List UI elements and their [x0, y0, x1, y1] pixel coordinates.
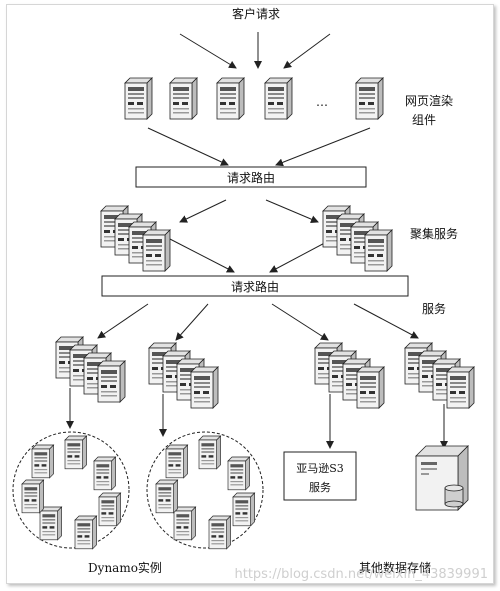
server-icon: [209, 516, 231, 549]
dynamo-ring-2: [146, 431, 264, 549]
server-icon: [75, 516, 97, 549]
request-router-2-label: 请求路由: [231, 279, 279, 294]
s3-service-box: [283, 451, 357, 501]
server-icon: [446, 366, 475, 409]
server-icon: [166, 445, 188, 478]
service-cluster-3: [314, 342, 385, 409]
server-icon: [40, 507, 62, 540]
dynamo-ring-1: [12, 431, 130, 549]
server-icon: [94, 457, 116, 490]
server-icon: [156, 480, 178, 513]
web-render-label-line1: 网页渲染: [405, 93, 453, 108]
client-arrows: [179, 32, 331, 69]
server-icon: [22, 480, 44, 513]
server-icon: [97, 360, 126, 403]
server-icon: [124, 77, 153, 120]
server-icon: [199, 436, 221, 469]
service-to-store-arrows: [66, 388, 448, 449]
aggregation-cluster-right: [322, 205, 393, 272]
server-icon: [233, 493, 255, 526]
server-icon: [174, 507, 196, 540]
dynamo-instances-label: Dynamo实例: [88, 560, 162, 575]
request-router-2-box: [101, 275, 409, 297]
server-icon: [216, 77, 245, 120]
watermark-text: https://blog.csdn.net/weixin_43839991: [234, 567, 488, 582]
server-icon: [190, 366, 219, 409]
service-cluster-1: [55, 336, 126, 403]
server-icon: [65, 436, 87, 469]
services-label: 服务: [422, 301, 446, 316]
server-icon: [169, 77, 198, 120]
server-icon: [99, 493, 121, 526]
service-cluster-4: [404, 342, 475, 409]
request-router-1-box: [135, 166, 367, 188]
render-to-router-arrows: [147, 127, 371, 167]
router2-to-services-arrows: [97, 303, 419, 341]
database-server: [415, 445, 469, 511]
router1-to-aggregation-arrows: [167, 199, 335, 273]
s3-label-line1: 亚马逊S3: [296, 462, 344, 475]
other-datastores-label: 其他数据存储: [359, 560, 431, 575]
web-render-label-line2: 组件: [412, 113, 436, 127]
server-icon: [32, 445, 54, 478]
server-icon: [142, 229, 171, 272]
server-icon: [356, 366, 385, 409]
server-icon: [364, 229, 393, 272]
request-router-1-label: 请求路由: [227, 170, 275, 185]
s3-label-line2: 服务: [309, 481, 331, 494]
ellipsis-label: …: [316, 95, 328, 109]
database-cylinder-icon: [444, 484, 464, 508]
aggregation-cluster-left: [100, 205, 171, 272]
client-request-label: 客户请求: [232, 6, 280, 21]
service-cluster-2: [148, 342, 219, 409]
web-render-servers: [124, 77, 384, 120]
server-icon: [228, 457, 250, 490]
server-icon: [355, 77, 384, 120]
server-icon: [264, 77, 293, 120]
aggregation-service-label: 聚集服务: [410, 226, 458, 241]
